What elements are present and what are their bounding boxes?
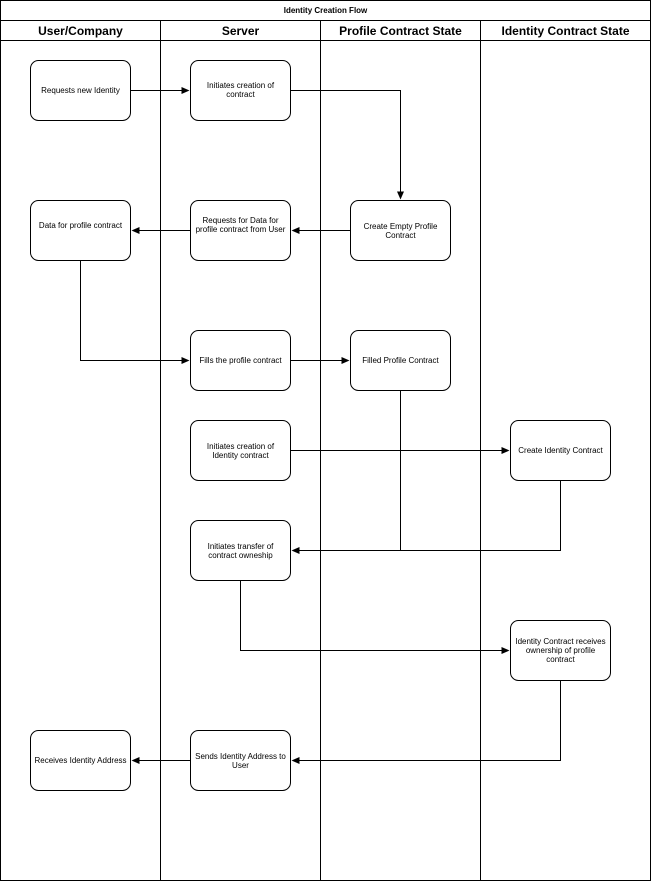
- node-create-identity: Create Identity Contract: [511, 421, 610, 480]
- node-box-sends-address: [190, 730, 291, 791]
- node-requests-new-identity: Requests new Identity: [31, 61, 130, 120]
- node-box-create-identity: [510, 420, 611, 481]
- node-identity-receives: Identity Contract receives ownership of …: [511, 621, 610, 680]
- node-sends-address: Sends Identity Address to User: [191, 731, 290, 790]
- node-label: Filled Profile Contract: [362, 356, 439, 365]
- node-label: Receives Identity Address: [34, 756, 127, 765]
- node-initiates-identity: Initiates creation of Identity contract: [191, 421, 290, 480]
- node-initiates-transfer: Initiates transfer of contract owneship: [191, 521, 290, 580]
- node-box-receives-address: [30, 730, 131, 791]
- node-box-initiates-creation: [190, 60, 291, 121]
- node-label: Requests for Data for profile contract f…: [195, 216, 286, 234]
- edge-initiate-to-empty-profile: [290, 90, 404, 200]
- node-initiates-creation: Initiates creation of contract: [191, 61, 290, 120]
- node-label: Initiates creation of contract: [206, 81, 275, 99]
- lane-header-identity: Identity Contract State: [501, 23, 630, 38]
- lane-header-server: Server: [221, 23, 260, 38]
- node-box-fills-profile: [190, 330, 291, 391]
- node-box-requests-new-identity: [30, 60, 131, 121]
- edge-receives-ownership-to-sends: [291, 680, 561, 764]
- node-box-identity-receives: [510, 620, 611, 681]
- node-label: Fills the profile contract: [199, 356, 282, 365]
- edge-user-data-to-fills: [80, 260, 190, 364]
- node-label: Create Identity Contract: [518, 446, 603, 455]
- node-create-empty-profile: Create Empty Profile Contract: [351, 201, 450, 260]
- node-box-initiates-transfer: [190, 520, 291, 581]
- diagram-title: Identity Creation Flow: [283, 6, 368, 15]
- node-label: Initiates creation of Identity contract: [206, 441, 275, 460]
- node-box-create-empty-profile: [350, 200, 451, 261]
- node-label: Initiates transfer of contract owneship: [207, 541, 274, 560]
- node-data-for-profile: Data for profile contract: [31, 201, 130, 260]
- node-box-initiates-identity: [190, 420, 291, 481]
- node-fills-profile: Fills the profile contract: [191, 331, 290, 390]
- node-box-filled-profile: [350, 330, 451, 391]
- lane-header-profile: Profile Contract State: [339, 23, 462, 38]
- edge-transfer-to-receives-ownership: [240, 580, 510, 654]
- node-requests-data: Requests for Data for profile contract f…: [191, 201, 290, 260]
- lane-header-user: User/Company: [38, 23, 123, 38]
- node-box-data-for-profile: [30, 200, 131, 261]
- node-label: Data for profile contract: [38, 221, 123, 230]
- node-box-requests-data: [190, 200, 291, 261]
- node-label: Identity Contract receives ownership of …: [515, 637, 606, 664]
- node-label: Requests new Identity: [41, 86, 120, 95]
- node-receives-address: Receives Identity Address: [31, 731, 130, 790]
- edge-create-identity-to-transfer: [291, 480, 561, 554]
- node-filled-profile: Filled Profile Contract: [351, 331, 450, 390]
- node-label: Create Empty Profile Contract: [363, 221, 438, 240]
- node-label: Sends Identity Address to User: [195, 751, 286, 770]
